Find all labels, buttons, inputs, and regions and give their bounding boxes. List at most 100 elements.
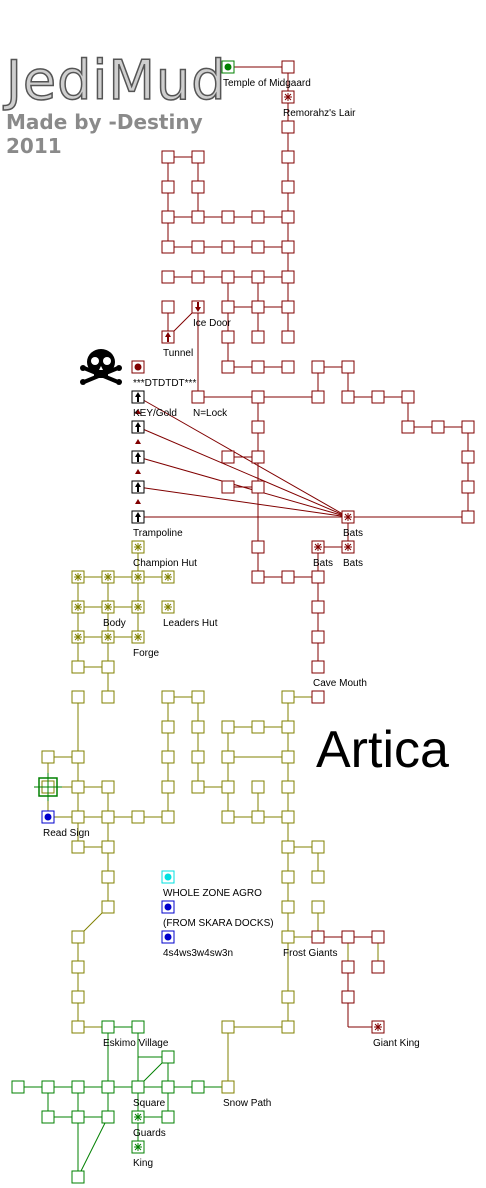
map-room xyxy=(341,960,355,974)
map-room xyxy=(71,990,85,1004)
mob-room xyxy=(281,90,295,104)
map-room xyxy=(341,990,355,1004)
map-room xyxy=(191,750,205,764)
map-room xyxy=(41,810,55,824)
mob-room xyxy=(371,1020,385,1034)
mob-room xyxy=(101,600,115,614)
label-body: Body xyxy=(103,618,126,629)
map-room xyxy=(251,780,265,794)
room-links xyxy=(18,66,469,1178)
map-room xyxy=(161,870,175,884)
map-room xyxy=(101,870,115,884)
logo-title: JediMud xyxy=(5,49,227,112)
label-giant-king: Giant King xyxy=(373,1038,420,1049)
label-directions: 4s4ws3w4sw3n xyxy=(163,948,233,959)
map-room xyxy=(131,1080,145,1094)
map-room xyxy=(251,720,265,734)
arrow-icon xyxy=(131,510,145,524)
map-room xyxy=(71,1110,85,1124)
map-room xyxy=(371,930,385,944)
logo-subtitle: Made by -Destiny 2011 xyxy=(6,110,203,158)
map-room xyxy=(281,870,295,884)
map-room xyxy=(131,1020,145,1034)
map-room xyxy=(101,840,115,854)
map-room xyxy=(71,930,85,944)
map-room xyxy=(251,420,265,434)
map-room xyxy=(311,360,325,374)
map-room xyxy=(461,450,475,464)
label-guards: Guards xyxy=(133,1128,166,1139)
map-room xyxy=(371,960,385,974)
map-room xyxy=(281,120,295,134)
map-room xyxy=(161,300,175,314)
label-bats-2: Bats xyxy=(313,558,333,569)
map-room xyxy=(281,300,295,314)
label-bats-1: Bats xyxy=(343,528,363,539)
map-room xyxy=(221,1080,235,1094)
map-room xyxy=(281,720,295,734)
label-eskimo-village: Eskimo Village xyxy=(103,1038,169,1049)
map-room xyxy=(71,1020,85,1034)
one-way-link xyxy=(137,426,349,518)
label-dtdtdt: ***DTDTDT*** xyxy=(133,378,196,389)
map-room xyxy=(281,810,295,824)
map-room xyxy=(311,840,325,854)
arrow-icon xyxy=(131,450,145,464)
map-room xyxy=(251,270,265,284)
map-room xyxy=(71,960,85,974)
map-room xyxy=(281,270,295,284)
label-snow-path: Snow Path xyxy=(223,1098,271,1109)
arrow-icon xyxy=(131,420,145,434)
door-arrow-icon xyxy=(191,300,205,314)
map-room xyxy=(191,720,205,734)
map-room xyxy=(251,240,265,254)
map-room xyxy=(161,720,175,734)
map-room xyxy=(101,900,115,914)
mob-room xyxy=(341,510,355,524)
map-room xyxy=(191,1080,205,1094)
map-room xyxy=(221,330,235,344)
map-room xyxy=(161,240,175,254)
mob-room xyxy=(131,570,145,584)
map-room xyxy=(251,300,265,314)
map-room xyxy=(281,60,295,74)
label-cave-mouth: Cave Mouth xyxy=(313,678,367,689)
map-room xyxy=(281,240,295,254)
map-room xyxy=(101,690,115,704)
map-room xyxy=(221,450,235,464)
map-room xyxy=(161,150,175,164)
zone-name: Artica xyxy=(316,721,449,779)
map-room xyxy=(251,210,265,224)
map-room xyxy=(311,900,325,914)
map-room xyxy=(101,1110,115,1124)
map-room xyxy=(221,810,235,824)
map-room xyxy=(311,390,325,404)
map-room xyxy=(371,390,385,404)
mob-room xyxy=(341,540,355,554)
label-bats-3: Bats xyxy=(343,558,363,569)
arrow-icon xyxy=(135,439,141,444)
arrow-icon xyxy=(135,499,141,504)
map-room xyxy=(71,1080,85,1094)
map-room xyxy=(251,330,265,344)
label-ice-door: Ice Door xyxy=(193,318,231,329)
jedimud-logo: JediMud Made by -Destiny 2011 xyxy=(5,49,246,158)
one-way-link xyxy=(137,456,349,518)
map-room xyxy=(221,360,235,374)
map-room xyxy=(281,690,295,704)
map-room xyxy=(251,360,265,374)
mob-room xyxy=(311,540,325,554)
map-room xyxy=(281,180,295,194)
map-room xyxy=(101,1080,115,1094)
map-room xyxy=(191,150,205,164)
map-room xyxy=(191,180,205,194)
label-n-lock: N=Lock xyxy=(193,408,228,419)
mob-room xyxy=(131,540,145,554)
map-room xyxy=(221,1020,235,1034)
label-read-sign: Read Sign xyxy=(43,828,90,839)
map-room xyxy=(251,390,265,404)
label-leaders-hut: Leaders Hut xyxy=(163,618,218,629)
map-room xyxy=(281,840,295,854)
map-room xyxy=(461,480,475,494)
map-room xyxy=(281,990,295,1004)
